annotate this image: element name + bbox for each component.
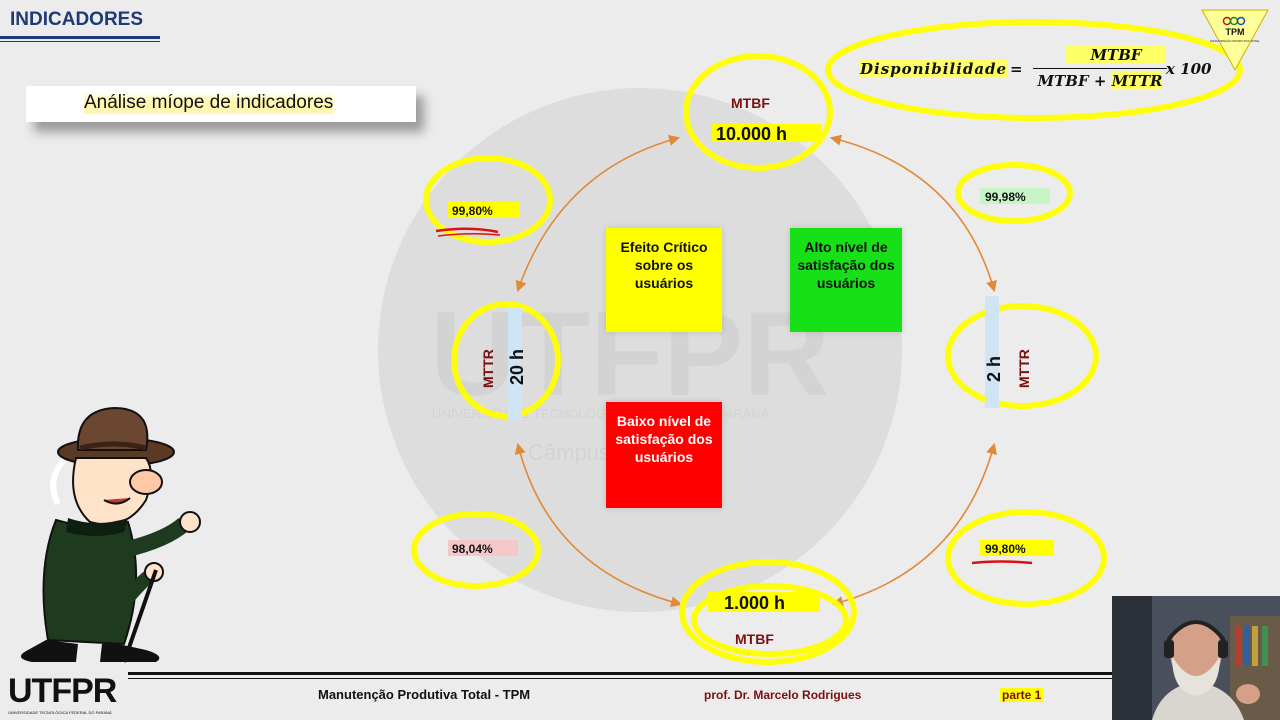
critical-effect-box: Efeito Crítico sobre os usuários bbox=[606, 228, 722, 332]
formula-denominator: MTBF + MTTR bbox=[1037, 72, 1163, 90]
low-satisfaction-text: Baixo nível de satisfação dos usuários bbox=[615, 413, 713, 465]
top-mtbf-value: 10.000 h bbox=[716, 124, 787, 144]
svg-text:MANUTENÇÃO PRODUTIVA TOTAL: MANUTENÇÃO PRODUTIVA TOTAL bbox=[1210, 38, 1260, 43]
svg-text:TPM: TPM bbox=[1226, 27, 1245, 37]
bottom-mtbf-value: 1.000 h bbox=[724, 593, 785, 613]
high-satisfaction-box: Alto nível de satisfação dos usuários bbox=[790, 228, 902, 332]
bottom-mtbf-label: MTBF bbox=[735, 631, 774, 647]
footer-rule bbox=[128, 672, 1280, 675]
page-title: INDICADORES bbox=[10, 9, 144, 30]
utfpr-logo: UTFPR UNIVERSIDADE TECNOLÓGICA FEDERAL D… bbox=[8, 672, 117, 715]
arrow-top-left bbox=[515, 134, 681, 293]
footer-course-title: Manutenção Produtiva Total - TPM bbox=[318, 687, 531, 702]
subtitle-box: Análise míope de indicadores bbox=[26, 86, 416, 122]
arrow-top-right bbox=[829, 134, 997, 293]
formula-multiplier: x 100 bbox=[1166, 60, 1212, 78]
old-man-cartoon-icon bbox=[20, 406, 201, 663]
title-underline-thin bbox=[0, 41, 160, 42]
availability-top-left: 99,80% bbox=[452, 204, 493, 218]
footer-part-label: parte 1 bbox=[1000, 688, 1044, 702]
formula-lhs: Disponibilidade bbox=[860, 60, 1008, 78]
availability-bottom-left: 98,04% bbox=[452, 542, 493, 556]
formula-equals: = bbox=[1010, 60, 1023, 78]
presenter-webcam bbox=[1112, 596, 1280, 720]
availability-formula: Disponibilidade = MTBF MTBF + MTTR x 100 bbox=[858, 44, 1238, 104]
critical-effect-text: Efeito Crítico sobre os usuários bbox=[620, 239, 708, 291]
left-mttr-label: MTTR bbox=[480, 349, 496, 388]
tpm-logo: TPM MANUTENÇÃO PRODUTIVA TOTAL bbox=[1201, 9, 1269, 72]
right-mttr-value: 2 h bbox=[984, 356, 1004, 382]
highlighter-marks bbox=[411, 19, 1243, 665]
top-mtbf-label: MTBF bbox=[731, 95, 770, 111]
left-mttr-value: 20 h bbox=[507, 349, 527, 385]
arrow-bottom-left bbox=[514, 442, 683, 608]
high-satisfaction-text: Alto nível de satisfação dos usuários bbox=[797, 239, 895, 291]
low-satisfaction-box: Baixo nível de satisfação dos usuários bbox=[606, 402, 722, 508]
footer-professor: prof. Dr. Marcelo Rodrigues bbox=[704, 688, 862, 702]
title-underline bbox=[0, 36, 160, 39]
arrow-bottom-right bbox=[831, 442, 998, 608]
formula-numerator: MTBF bbox=[1066, 46, 1166, 64]
formula-fraction-bar bbox=[1033, 68, 1167, 69]
right-mttr-label: MTTR bbox=[1016, 349, 1032, 388]
subtitle-text: Análise míope de indicadores bbox=[84, 92, 334, 114]
availability-bottom-right: 99,80% bbox=[985, 542, 1026, 556]
footer-rule-thin bbox=[128, 678, 1280, 679]
availability-top-right: 99,98% bbox=[985, 190, 1026, 204]
